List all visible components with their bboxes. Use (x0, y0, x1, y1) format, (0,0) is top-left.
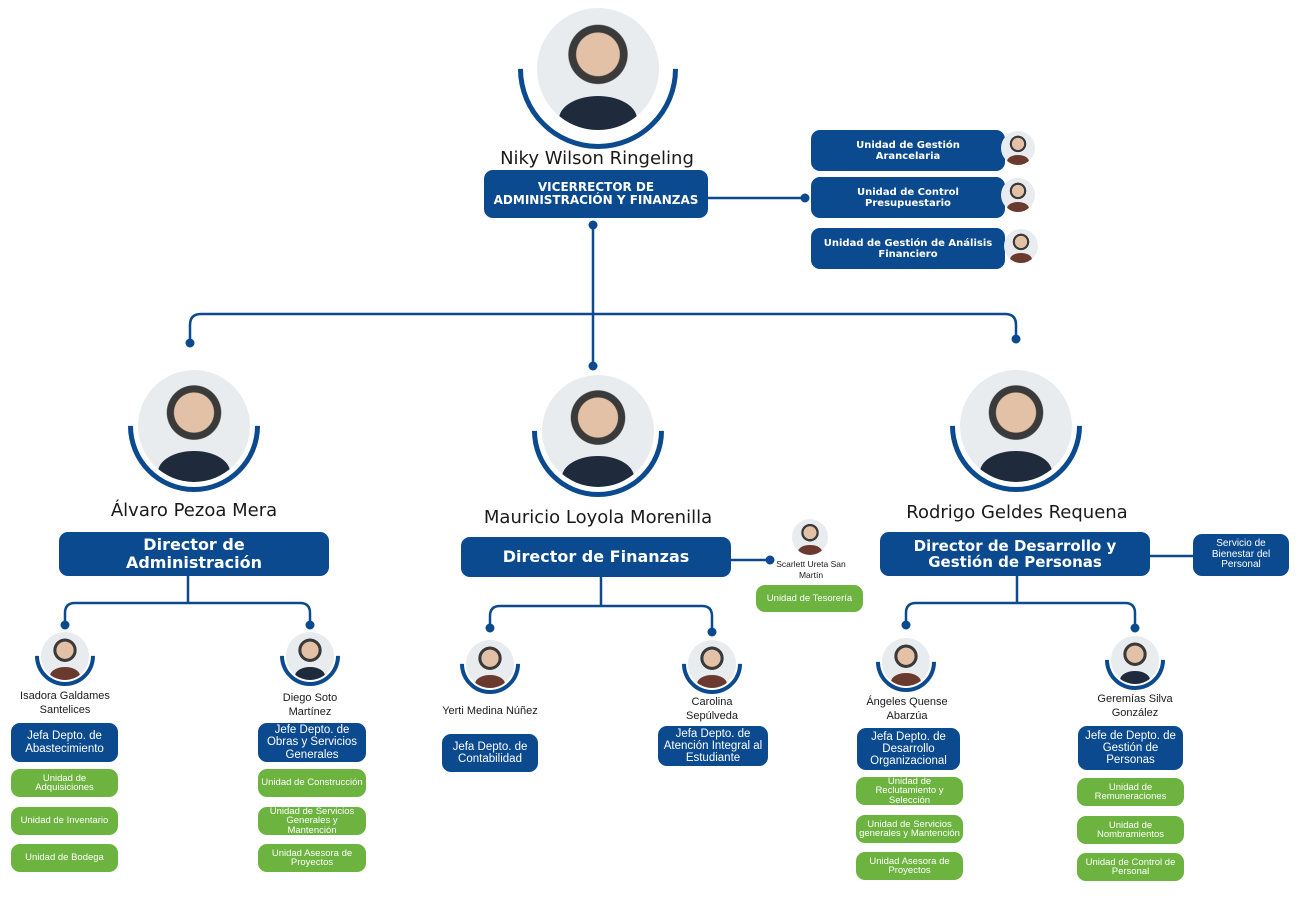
vicerrector-title-box[interactable]: VICERRECTOR DE ADMINISTRACIÓN Y FINANZAS (484, 170, 708, 218)
tesoreria-box[interactable]: Unidad de Tesorería (756, 585, 863, 612)
unit-box[interactable]: Unidad de Construcción (258, 769, 366, 797)
director-name: Álvaro Pezoa Mera (110, 500, 278, 521)
staff-photo (1001, 178, 1035, 212)
director-title-box[interactable]: Director de Finanzas (461, 537, 731, 577)
head-name: Isadora Galdames Santelices (20, 690, 110, 717)
staff-unit-box[interactable]: Unidad de Gestión de Análisis Financiero (811, 228, 1005, 269)
unit-box[interactable]: Unidad de Nombramientos (1077, 816, 1184, 844)
staff-unit-box[interactable]: Unidad de Gestión Arancelaria (811, 130, 1005, 171)
head-photo (882, 638, 930, 686)
director-name: Mauricio Loyola Morenilla (483, 507, 713, 528)
head-title-box[interactable]: Jefa Depto. de Atención Integral al Estu… (658, 726, 768, 766)
unit-box[interactable]: Unidad de Servicios generales y Mantenci… (856, 815, 963, 843)
head-name: Ángeles Quense Abarzúa (866, 696, 948, 723)
side-photo (792, 519, 828, 555)
head-name: Geremías Silva González (1097, 693, 1173, 720)
unit-box[interactable]: Unidad de Servicios Generales y Mantenci… (258, 807, 366, 835)
unit-box[interactable]: Unidad de Remuneraciones (1077, 778, 1184, 806)
vicerrector-name: Niky Wilson Ringeling (500, 148, 694, 169)
director-photo (542, 375, 654, 487)
head-photo (41, 632, 89, 680)
head-title-box[interactable]: Jefe Depto. de Obras y Servicios General… (258, 723, 366, 762)
director-title-box[interactable]: Director de Desarrollo y Gestión de Pers… (880, 532, 1150, 576)
head-name: Diego Soto Martínez (282, 692, 338, 719)
head-photo (466, 640, 514, 688)
head-photo (1111, 636, 1159, 684)
unit-box[interactable]: Unidad de Reclutamiento y Selección (856, 777, 963, 805)
unit-box[interactable]: Unidad de Inventario (11, 807, 118, 835)
head-title-box[interactable]: Jefa Depto. de Contabilidad (442, 734, 538, 772)
head-title-box[interactable]: Jefa Depto. de Desarrollo Organizacional (857, 728, 960, 770)
head-title-box[interactable]: Jefe de Depto. de Gestión de Personas (1078, 726, 1183, 770)
director-photo (960, 370, 1072, 482)
head-photo (286, 632, 334, 680)
staff-unit-box[interactable]: Unidad de Control Presupuestario (811, 177, 1005, 218)
unit-box[interactable]: Unidad de Adquisiciones (11, 769, 118, 797)
unit-box[interactable]: Unidad de Control de Personal (1077, 853, 1184, 881)
unit-box[interactable]: Unidad de Bodega (11, 844, 118, 872)
side-name: Scarlett Ureta San Martín (776, 559, 846, 581)
unit-box[interactable]: Unidad Asesora de Proyectos (258, 844, 366, 872)
director-title-box[interactable]: Director de Administración (59, 532, 329, 576)
head-title-box[interactable]: Jefa Depto. de Abastecimiento (11, 723, 118, 762)
head-photo (688, 640, 736, 688)
bienestar-box[interactable]: Servicio de Bienestar del Personal (1193, 534, 1289, 576)
head-name: Yerti Medina Núñez (442, 705, 538, 717)
director-photo (138, 370, 250, 482)
unit-box[interactable]: Unidad Asesora de Proyectos (856, 852, 963, 880)
head-name: Carolina Sepúlveda (686, 696, 738, 723)
staff-photo (1004, 229, 1038, 263)
vicerrector-photo (537, 8, 659, 130)
staff-photo (1001, 131, 1035, 165)
director-name: Rodrigo Geldes Requena (906, 502, 1128, 523)
